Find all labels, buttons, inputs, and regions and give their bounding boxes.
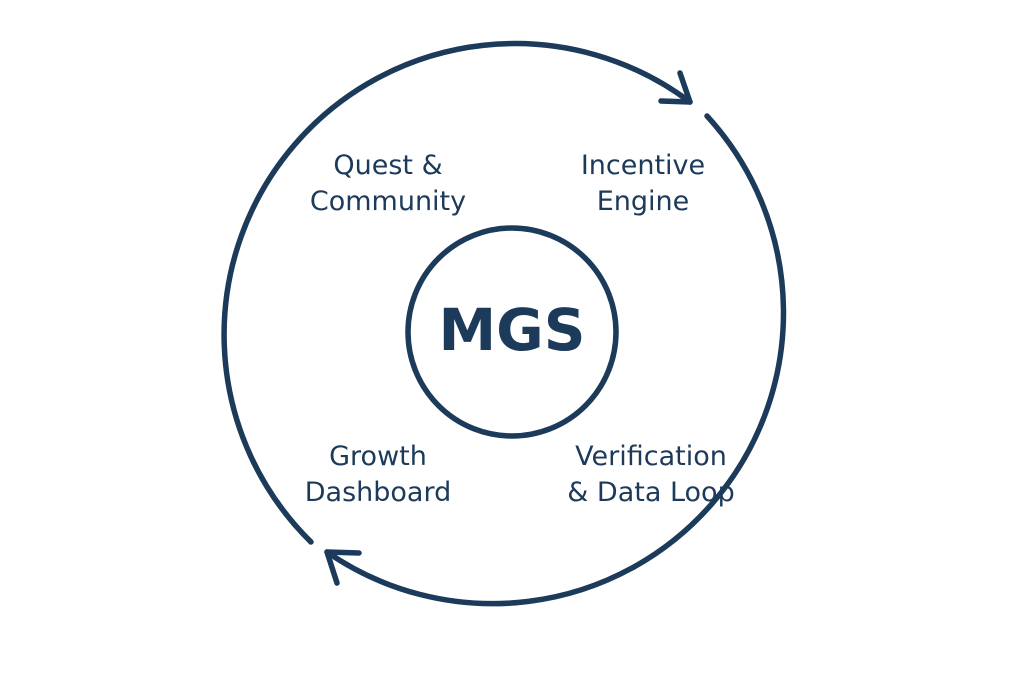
segment-verification-data-loop: Verification & Data Loop [531, 439, 771, 511]
segment-line: Incentive [580, 150, 706, 181]
segment-line: & Data Loop [567, 477, 735, 508]
segment-quest-community: Quest & Community [268, 148, 508, 220]
cycle-arc-right [324, 113, 787, 607]
center-label: MGS [438, 296, 586, 364]
cycle-arc-left [221, 40, 693, 545]
segment-incentive-engine: Incentive Engine [523, 148, 763, 220]
center-circle [405, 225, 619, 439]
arrowhead-bottom-left-icon [324, 549, 362, 586]
segment-line: Growth [329, 441, 427, 472]
arrowhead-top-right-icon [658, 70, 693, 105]
segment-line: Dashboard [304, 477, 452, 508]
segment-growth-dashboard: Growth Dashboard [258, 439, 498, 511]
segment-line: Community [309, 186, 467, 217]
segment-line: Engine [596, 186, 690, 217]
segment-line: Quest & [333, 150, 443, 181]
segment-line: Verification [575, 441, 727, 472]
